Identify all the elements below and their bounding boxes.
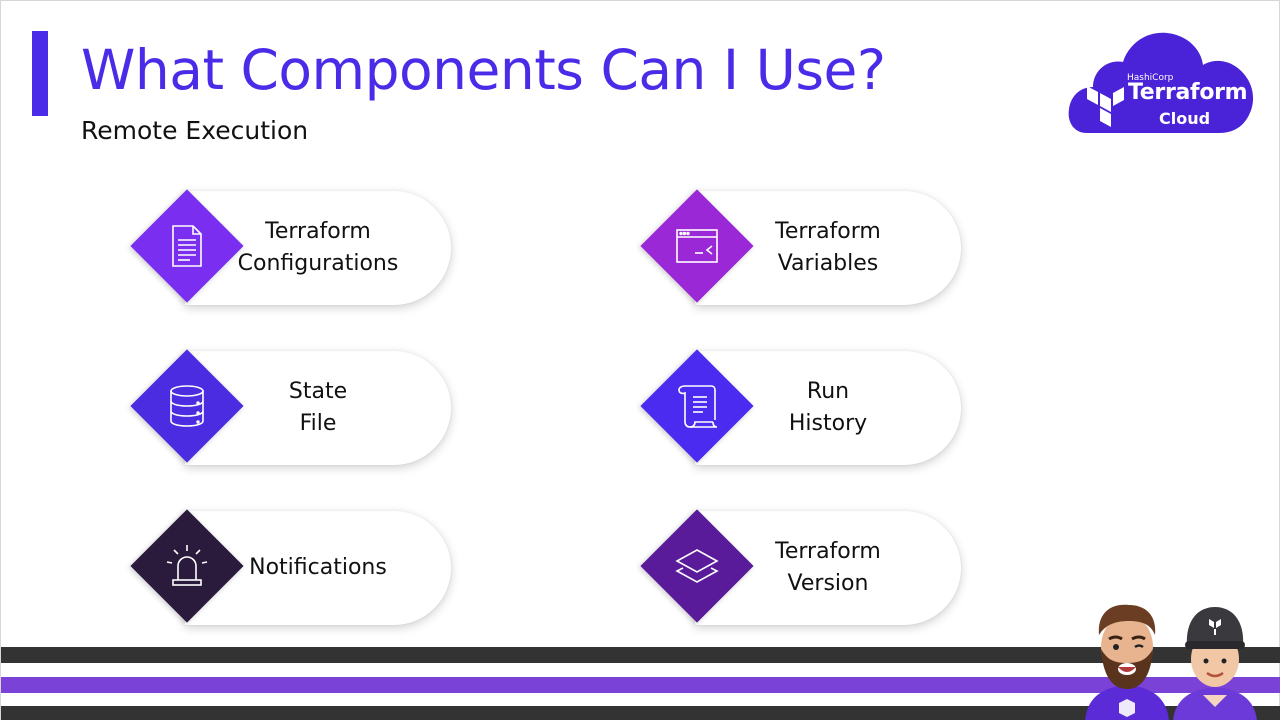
card-label: Terraform Configurations: [237, 219, 399, 276]
document-icon: [172, 225, 202, 267]
database-icon: [170, 385, 204, 427]
cloud-shape-icon: [1068, 32, 1254, 133]
component-card-version: Terraform Version: [639, 508, 969, 628]
bearded-presenter-avatar: [1085, 604, 1169, 720]
terraform-cloud-logo: HashiCorp Terraform Cloud: [1067, 29, 1257, 135]
card-diamond: [129, 188, 249, 308]
component-card-state-file: State File: [129, 348, 459, 468]
title-accent-bar: [32, 31, 48, 116]
alarm-siren-icon: [166, 545, 208, 586]
card-diamond: [639, 508, 759, 628]
card-label: Terraform Variables: [775, 219, 881, 276]
card-diamond: [639, 348, 759, 468]
presenter-avatars-illustration: [1085, 604, 1257, 720]
logo-suffix-text: Cloud: [1159, 109, 1211, 128]
footer-stripe-dark: [1, 647, 1280, 663]
card-label: Terraform Version: [775, 539, 881, 596]
scroll-icon: [678, 385, 718, 428]
card-diamond: [639, 188, 759, 308]
component-card-variables: Terraform Variables: [639, 188, 969, 308]
terraform-mark-icon: [1087, 86, 1124, 127]
card-label: State File: [288, 379, 348, 436]
card-diamond: [129, 348, 249, 468]
footer-stripe-purple: [1, 677, 1280, 693]
logo-brand-text: HashiCorp: [1127, 73, 1174, 83]
card-label: Run History: [788, 379, 868, 436]
layers-icon: [675, 549, 719, 583]
component-card-notifications: Notifications: [129, 508, 459, 628]
footer-stripe-dark-bottom: [1, 706, 1280, 720]
logo-product-text: Terraform: [1128, 80, 1248, 105]
slide-title: What Components Can I Use?: [81, 38, 886, 102]
terminal-window-icon: [676, 229, 718, 263]
component-card-run-history: Run History: [639, 348, 969, 468]
component-card-configurations: Terraform Configurations: [129, 188, 459, 308]
card-diamond: [129, 508, 249, 628]
card-label: Notifications: [249, 555, 387, 580]
slide-subtitle: Remote Execution: [81, 116, 309, 145]
capped-presenter-avatar: [1173, 607, 1257, 720]
